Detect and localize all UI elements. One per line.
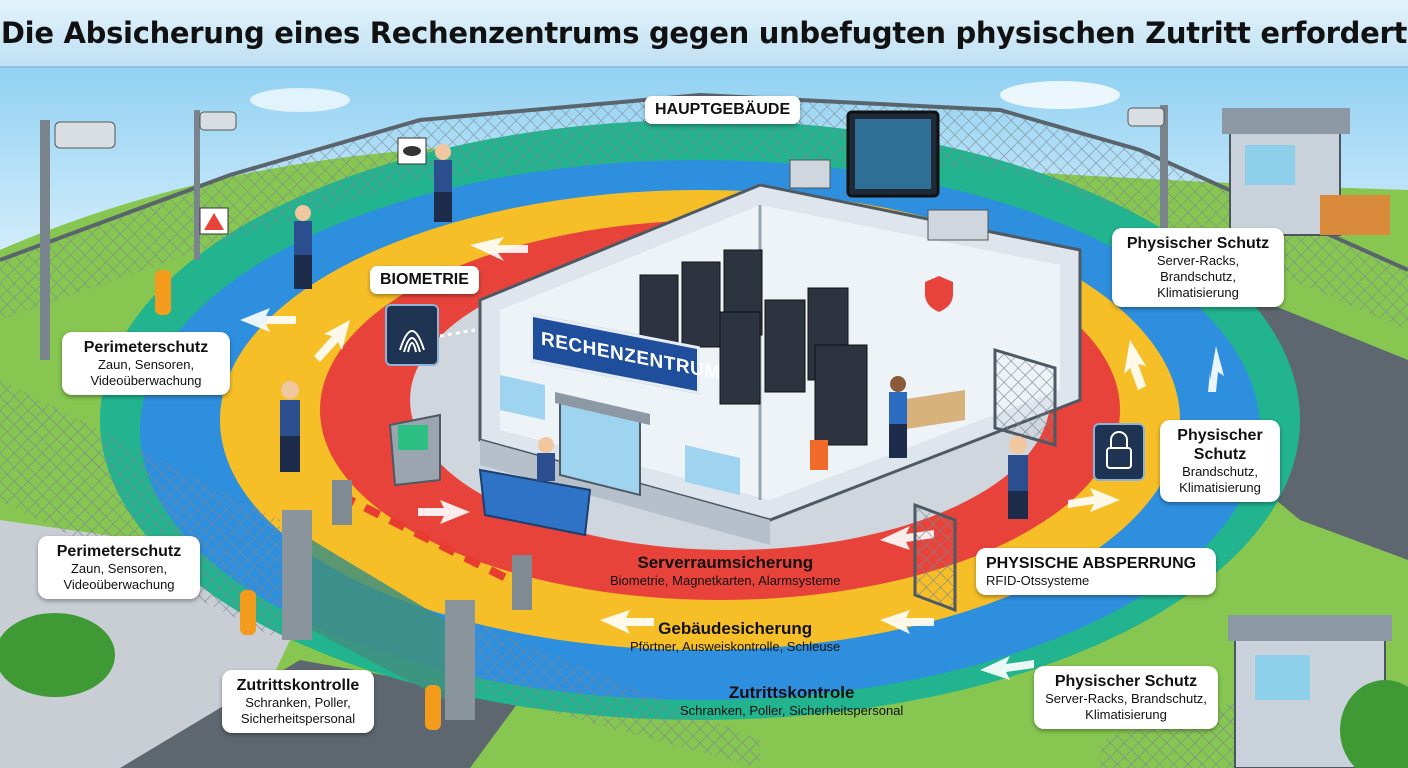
ring-label-building: Gebäudesicherung Pförtner, Ausweiskontro…: [630, 619, 840, 654]
card-access-control: Zutrittskontrolle Schranken, Poller, Sic…: [222, 670, 374, 733]
ring-title: Gebäudesicherung: [658, 619, 813, 638]
barrier-post: [512, 555, 532, 610]
card-title: Perimeterschutz: [83, 339, 209, 356]
card-line: Videoüberwachung: [63, 577, 175, 592]
card-line: Klimatisierung: [1157, 285, 1239, 300]
cctv-camera-icon: [1127, 105, 1168, 305]
barrier-post: [332, 480, 352, 525]
security-guard: [1008, 436, 1028, 519]
card-barrier: PHYSISCHE ABSPERRUNG RFID-Otssysteme: [976, 548, 1216, 595]
card-perimeter-left: Perimeterschutz Zaun, Sensoren, Videoübe…: [38, 536, 200, 599]
back-fence: [0, 95, 1408, 330]
cloud: [1000, 81, 1120, 109]
chair: [810, 440, 828, 470]
ring-label-server-room: Serverraumsicherung Biometrie, Magnetkar…: [610, 553, 840, 588]
card-line: Schranken, Poller,: [245, 695, 351, 710]
side-gate: [993, 347, 1057, 447]
card-line: Videoüberwachung: [90, 373, 202, 388]
arrow-icon: [1124, 340, 1146, 390]
bollard: [425, 685, 441, 730]
card-line: Brandschutz,: [1182, 464, 1258, 479]
sliding-gate: [312, 540, 445, 700]
ring-subtitle: Biometrie, Magnetkarten, Alarmsysteme: [610, 573, 841, 588]
front-fence: [470, 620, 760, 768]
eye-icon: [397, 137, 427, 165]
gate-pillar: [445, 600, 475, 720]
main-building-label: HAUPTGEBÄUDE: [645, 96, 801, 124]
arrow-icon: [980, 656, 1034, 680]
arrow-icon: [240, 308, 296, 332]
card-line: Klimatisierung: [1085, 707, 1167, 722]
arrow-icon: [1068, 488, 1120, 512]
bush: [0, 613, 115, 697]
guard-booth-top: [1222, 108, 1390, 236]
gate-pillar: [282, 510, 312, 640]
bollard: [155, 270, 171, 315]
barrier-arm: [338, 491, 522, 589]
card-physical-mid: Physischer Schutz Brandschutz, Klimatisi…: [1160, 420, 1280, 502]
card-line: RFID-Otssysteme: [986, 573, 1090, 588]
ring-title: Zutrittskontrole: [728, 683, 855, 702]
card-title: Physischer Schutz: [1177, 427, 1263, 463]
ring-label-access: Zutrittskontrole Schranken, Poller, Sich…: [680, 683, 903, 718]
turnstile-gate: [913, 502, 957, 613]
card-title: PHYSISCHE ABSPERRUNG: [986, 555, 1197, 572]
padlock-icon: [1093, 423, 1145, 481]
cctv-camera-icon: [40, 120, 116, 360]
title-bar: Die Absicherung eines Rechenzentrums geg…: [0, 0, 1408, 68]
card-physical-top: Physischer Schutz Server-Racks, Brandsch…: [1112, 228, 1284, 307]
arrow-icon: [600, 610, 654, 634]
card-line: Zaun, Sensoren,: [97, 357, 195, 372]
biometric-kiosk: [388, 413, 441, 487]
biometrics-label: BIOMETRIE: [370, 266, 479, 294]
arrow-icon: [314, 320, 350, 362]
arrow-icon: [418, 500, 470, 524]
security-guard: [537, 437, 555, 481]
warning-icon: [199, 207, 229, 235]
security-guard: [434, 144, 452, 222]
card-title: Physischer Schutz: [1054, 673, 1198, 690]
left-fence: [0, 380, 280, 640]
card-physical-bottom: Physischer Schutz Server-Racks, Brandsch…: [1034, 666, 1218, 729]
security-guard: [280, 381, 300, 472]
connector: [439, 328, 476, 338]
card-line: Server-Racks,: [1156, 253, 1240, 268]
shield-icon: [925, 276, 953, 312]
ring-title: Serverraumsicherung: [637, 553, 814, 572]
arrow-icon: [470, 237, 528, 261]
card-line: Brandschutz,: [1160, 269, 1236, 284]
cloud: [250, 88, 350, 112]
bush: [1340, 680, 1408, 768]
fence-rail: [0, 92, 1408, 272]
card-line: Zaun, Sensoren,: [70, 561, 168, 576]
arrow-icon: [1208, 346, 1224, 392]
bollard: [240, 590, 256, 635]
card-title: Perimeterschutz: [56, 543, 182, 560]
card-line: Server-Racks, Brandschutz,: [1045, 691, 1207, 706]
ring-subtitle: Schranken, Poller, Sicherheitspersonal: [680, 703, 904, 718]
data-center-building: [478, 110, 1082, 545]
card-line: Klimatisierung: [1179, 480, 1261, 495]
card-line: Sicherheitspersonal: [240, 711, 356, 726]
ring-subtitle: Pförtner, Ausweiskontrolle, Schleuse: [630, 639, 841, 654]
technician: [889, 376, 907, 458]
card-perimeter-top: Perimeterschutz Zaun, Sensoren, Videoübe…: [62, 332, 230, 395]
cctv-camera-icon: [194, 110, 237, 260]
data-center-sign: RECHENZENTRUM: [530, 313, 721, 395]
page-title: Die Absicherung eines Rechenzentrums geg…: [0, 16, 1408, 50]
card-title: Zutrittskontrolle: [236, 677, 360, 694]
security-guard: [294, 205, 312, 289]
card-title: Physischer Schutz: [1126, 235, 1270, 252]
arrow-icon: [880, 610, 934, 634]
fingerprint-icon: [385, 304, 439, 366]
